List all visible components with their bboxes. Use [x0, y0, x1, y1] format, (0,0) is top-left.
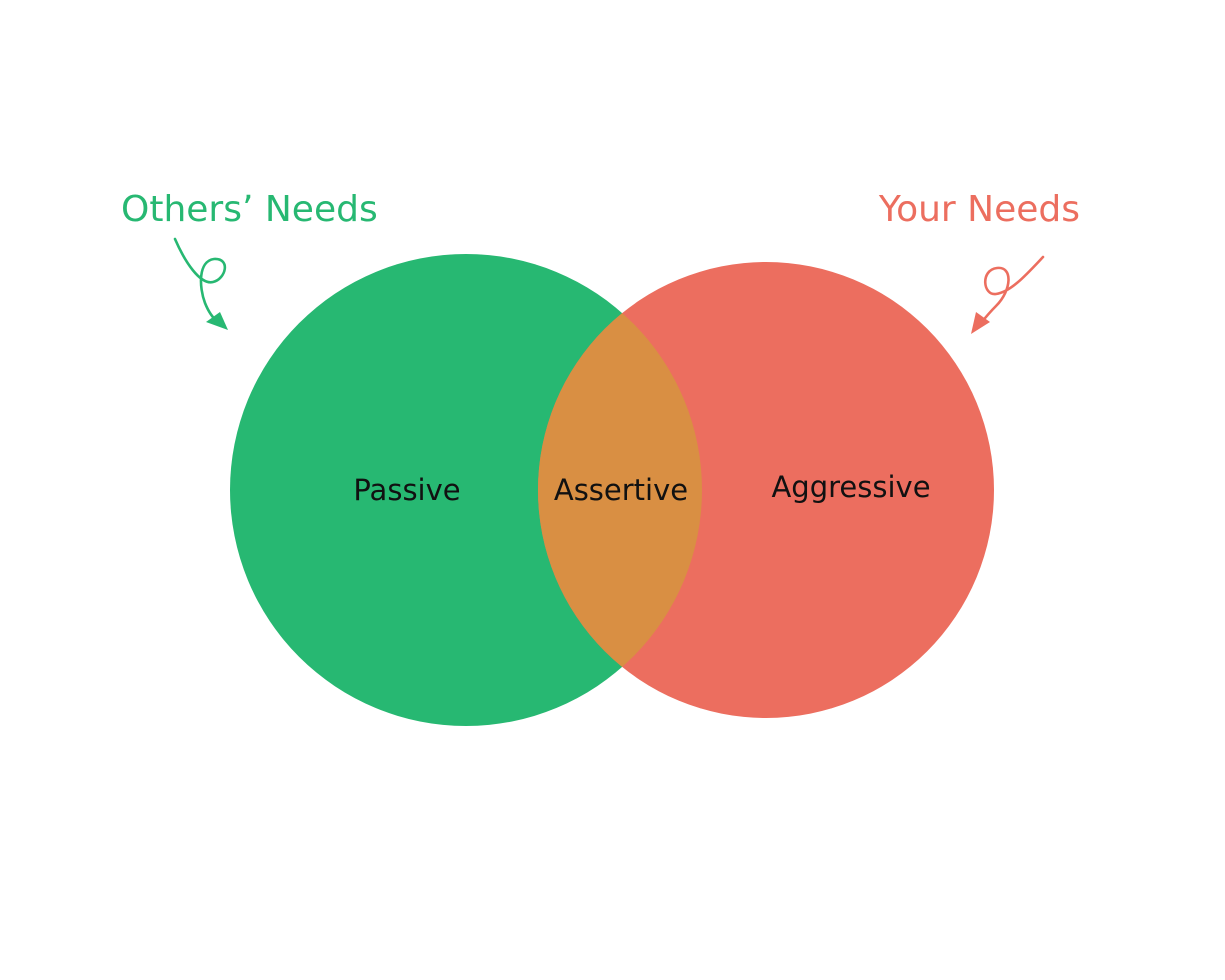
assertive-overlap-region	[538, 262, 702, 718]
your-needs-title: Your Needs	[878, 189, 1080, 230]
aggressive-label: Aggressive	[771, 470, 930, 504]
others-needs-title: Others’ Needs	[121, 189, 378, 230]
curly-arrow-icon	[173, 237, 228, 330]
passive-label: Passive	[353, 473, 460, 507]
assertive-label: Assertive	[554, 473, 688, 507]
curly-arrow-icon	[971, 255, 1045, 334]
